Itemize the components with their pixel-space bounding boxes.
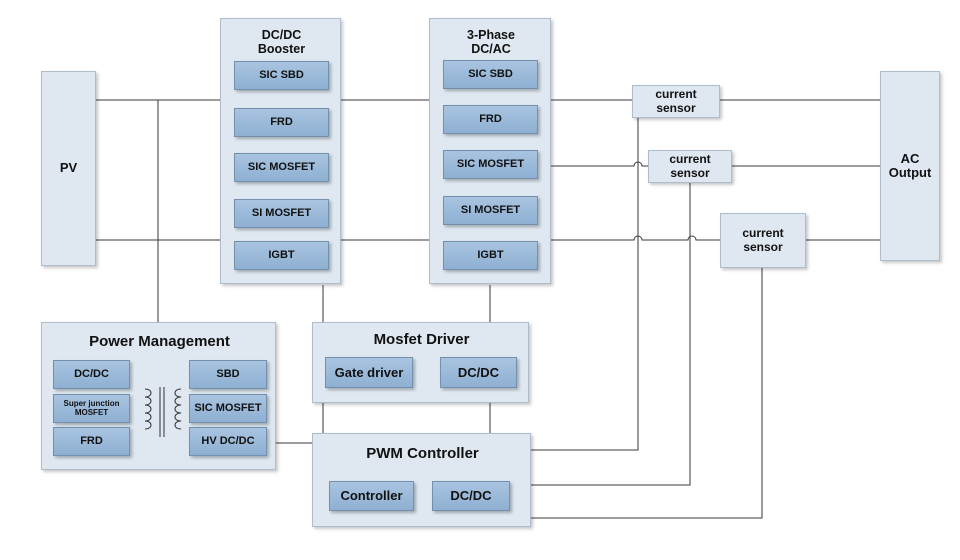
- pm-dcdc: DC/DC: [53, 360, 130, 389]
- booster-sic-mosfet: SIC MOSFET: [234, 153, 329, 182]
- pm-frd: FRD: [53, 427, 130, 456]
- middle-phase-line: [540, 161, 648, 167]
- transformer-icon: [144, 387, 182, 437]
- inverter-igbt: IGBT: [443, 241, 538, 270]
- sensor1-feedback: [531, 118, 639, 451]
- pm-super-junction-mosfet: Super junction MOSFET: [53, 394, 130, 423]
- gate-driver-block: Gate driver: [325, 357, 413, 388]
- sensor3-feedback: [531, 268, 763, 519]
- current-sensor-3: current sensor: [720, 213, 806, 268]
- booster-si-mosfet: SI MOSFET: [234, 199, 329, 228]
- pv-label: PV: [59, 160, 78, 176]
- controller-block: Controller: [329, 481, 414, 511]
- pm-sic-mosfet: SIC MOSFET: [189, 394, 267, 423]
- sensor2-feedback: [531, 183, 691, 486]
- booster-igbt: IGBT: [234, 241, 329, 270]
- driver-dcdc-block: DC/DC: [440, 357, 517, 388]
- three-phase-inverter-panel: 3-Phase DC/AC SIC SBD FRD SIC MOSFET SI …: [429, 18, 551, 284]
- power-management-title: Power Management: [89, 333, 230, 350]
- pm-hv-dcdc: HV DC/DC: [189, 427, 267, 456]
- ac-output-label: AC Output: [888, 150, 932, 180]
- pwm-controller-title: PWM Controller: [366, 445, 479, 462]
- dcdc-booster-panel: DC/DC Booster SIC SBD FRD SIC MOSFET SI …: [220, 18, 341, 284]
- bottom-bus-line: [96, 235, 720, 241]
- ac-output: AC Output: [880, 71, 940, 261]
- pwm-dcdc-block: DC/DC: [432, 481, 510, 511]
- inverter-sic-sbd: SIC SBD: [443, 60, 538, 89]
- booster-sic-sbd: SIC SBD: [234, 61, 329, 90]
- current-sensor-2: current sensor: [648, 150, 732, 183]
- inverter-frd: FRD: [443, 105, 538, 134]
- mosfet-driver-panel: Mosfet Driver Gate driver DC/DC: [312, 322, 529, 403]
- booster-title: DC/DC Booster: [257, 28, 306, 56]
- pv-source: PV: [41, 71, 96, 266]
- pm-sbd: SBD: [189, 360, 267, 389]
- inverter-title: 3-Phase DC/AC: [467, 28, 515, 56]
- mosfet-driver-title: Mosfet Driver: [373, 331, 470, 348]
- current-sensor-1: current sensor: [632, 85, 720, 118]
- pwm-controller-panel: PWM Controller Controller DC/DC: [312, 433, 531, 527]
- inverter-sic-mosfet: SIC MOSFET: [443, 150, 538, 179]
- inverter-si-mosfet: SI MOSFET: [443, 196, 538, 225]
- booster-frd: FRD: [234, 108, 329, 137]
- power-management-panel: Power Management DC/DC Super junction MO…: [41, 322, 276, 470]
